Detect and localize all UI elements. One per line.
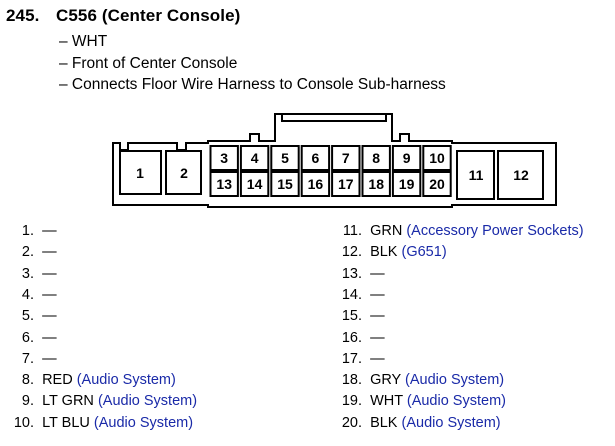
pin-cell-2: 2 (180, 165, 188, 181)
pin-entry: 4. — (0, 285, 57, 305)
pin-cell-12: 12 (513, 167, 529, 183)
wire-color: — (42, 244, 57, 261)
pin-entry: 5. — (0, 306, 57, 326)
pin-number: 3. (21, 265, 34, 282)
pin-entry: 18. GRY (Audio System) (320, 370, 504, 390)
pin-cell-13: 13 (216, 176, 232, 192)
circuit-link[interactable]: (Audio System) (406, 393, 506, 410)
pin-entry: 19. WHT (Audio System) (320, 391, 506, 411)
page-title: 245. C556 (Center Console) (6, 6, 240, 26)
connector-description: – Connects Floor Wire Harness to Console… (59, 76, 446, 93)
circuit-link[interactable]: (Audio System) (97, 393, 198, 410)
circuit-link[interactable]: (Audio System) (76, 372, 176, 389)
pin-number: 13. (341, 265, 362, 282)
pin-entry: 16. — (320, 328, 385, 348)
pin-entry: 6. — (0, 328, 57, 348)
wire-color: — (370, 265, 385, 282)
pin-number: 15. (341, 308, 362, 325)
pin-number: 17. (341, 350, 362, 367)
pin-cell-18: 18 (368, 176, 384, 192)
circuit-link[interactable]: (Audio System) (93, 414, 194, 431)
wire-color: GRN (370, 223, 403, 239)
circuit-link[interactable]: (G651) (401, 244, 447, 261)
pin-cell-8: 8 (372, 150, 380, 166)
pin-number: 9. (21, 393, 34, 410)
wire-color: WHT (370, 393, 403, 410)
pin-entry: 12. BLK (G651) (320, 242, 447, 262)
wire-color: — (370, 286, 385, 303)
pin-entry: 20. BLK (Audio System) (320, 413, 501, 433)
pin-number: 18. (341, 372, 362, 389)
pin-cell-16: 16 (308, 176, 324, 192)
pin-entry: 2. — (0, 242, 57, 262)
pin-cell-5: 5 (281, 150, 289, 166)
pin-entry: 7. — (0, 349, 57, 369)
circuit-link[interactable]: (Accessory Power Sockets) (406, 223, 584, 239)
pin-number: 8. (21, 372, 34, 389)
pin-entry: 14. — (320, 285, 385, 305)
connector-title: C556 (Center Console) (56, 6, 241, 25)
wire-color: RED (42, 372, 73, 389)
pin-entry: 13. — (320, 264, 385, 284)
connector-color: – WHT (59, 33, 108, 50)
pin-entry: 11. GRN (Accessory Power Sockets) (320, 221, 584, 241)
pin-cell-6: 6 (312, 150, 320, 166)
wire-color: GRY (370, 372, 401, 389)
circuit-link[interactable]: (Audio System) (401, 414, 501, 431)
pin-number: 14. (341, 286, 362, 303)
pin-entry: 10. LT BLU (Audio System) (0, 413, 193, 433)
pin-number: 20. (341, 414, 362, 431)
pin-number: 12. (341, 244, 362, 261)
wire-color: — (42, 308, 57, 325)
pin-cell-4: 4 (251, 150, 259, 166)
wire-color: — (42, 286, 57, 303)
pin-number: 11. (342, 223, 362, 239)
wire-color: LT BLU (42, 414, 90, 431)
pin-number: 5. (21, 308, 34, 325)
pin-number: 10. (13, 414, 34, 431)
wire-color: — (42, 265, 57, 282)
pin-cell-14: 14 (247, 176, 263, 192)
wire-color: — (370, 350, 385, 367)
pin-cell-19: 19 (399, 176, 415, 192)
pin-cell-17: 17 (338, 176, 354, 192)
wire-color: — (42, 350, 57, 367)
wire-color: BLK (370, 244, 398, 261)
wire-color: LT GRN (42, 393, 94, 410)
circuit-link[interactable]: (Audio System) (405, 372, 505, 389)
pin-cell-3: 3 (220, 150, 228, 166)
pin-cell-7: 7 (342, 150, 350, 166)
pin-cell-9: 9 (403, 150, 411, 166)
pin-cell-20: 20 (429, 176, 445, 192)
pin-entry: 3. — (0, 264, 57, 284)
wire-color: — (42, 329, 57, 346)
wire-color: BLK (370, 414, 398, 431)
pin-cell-1: 1 (136, 165, 144, 181)
pin-cell-11: 11 (469, 167, 484, 183)
connector-location: – Front of Center Console (59, 55, 238, 72)
pin-number: 16. (341, 329, 362, 346)
pin-number: 7. (21, 350, 34, 367)
wire-color: — (370, 308, 385, 325)
pin-number: 1. (21, 223, 34, 239)
pin-number: 4. (21, 286, 34, 303)
pin-cell-15: 15 (277, 176, 293, 192)
pin-entry: 1. — (0, 221, 57, 241)
wire-color: — (370, 329, 385, 346)
pin-cell-10: 10 (429, 150, 445, 166)
pin-entry: 8. RED (Audio System) (0, 370, 176, 390)
pin-number: 2. (21, 244, 34, 261)
wire-color: — (42, 223, 57, 239)
section-number: 245. (6, 6, 40, 25)
pin-entry: 17. — (320, 349, 385, 369)
pin-number: 6. (21, 329, 34, 346)
pin-number: 19. (341, 393, 362, 410)
pin-entry: 15. — (320, 306, 385, 326)
pin-entry: 9. LT GRN (Audio System) (0, 391, 197, 411)
